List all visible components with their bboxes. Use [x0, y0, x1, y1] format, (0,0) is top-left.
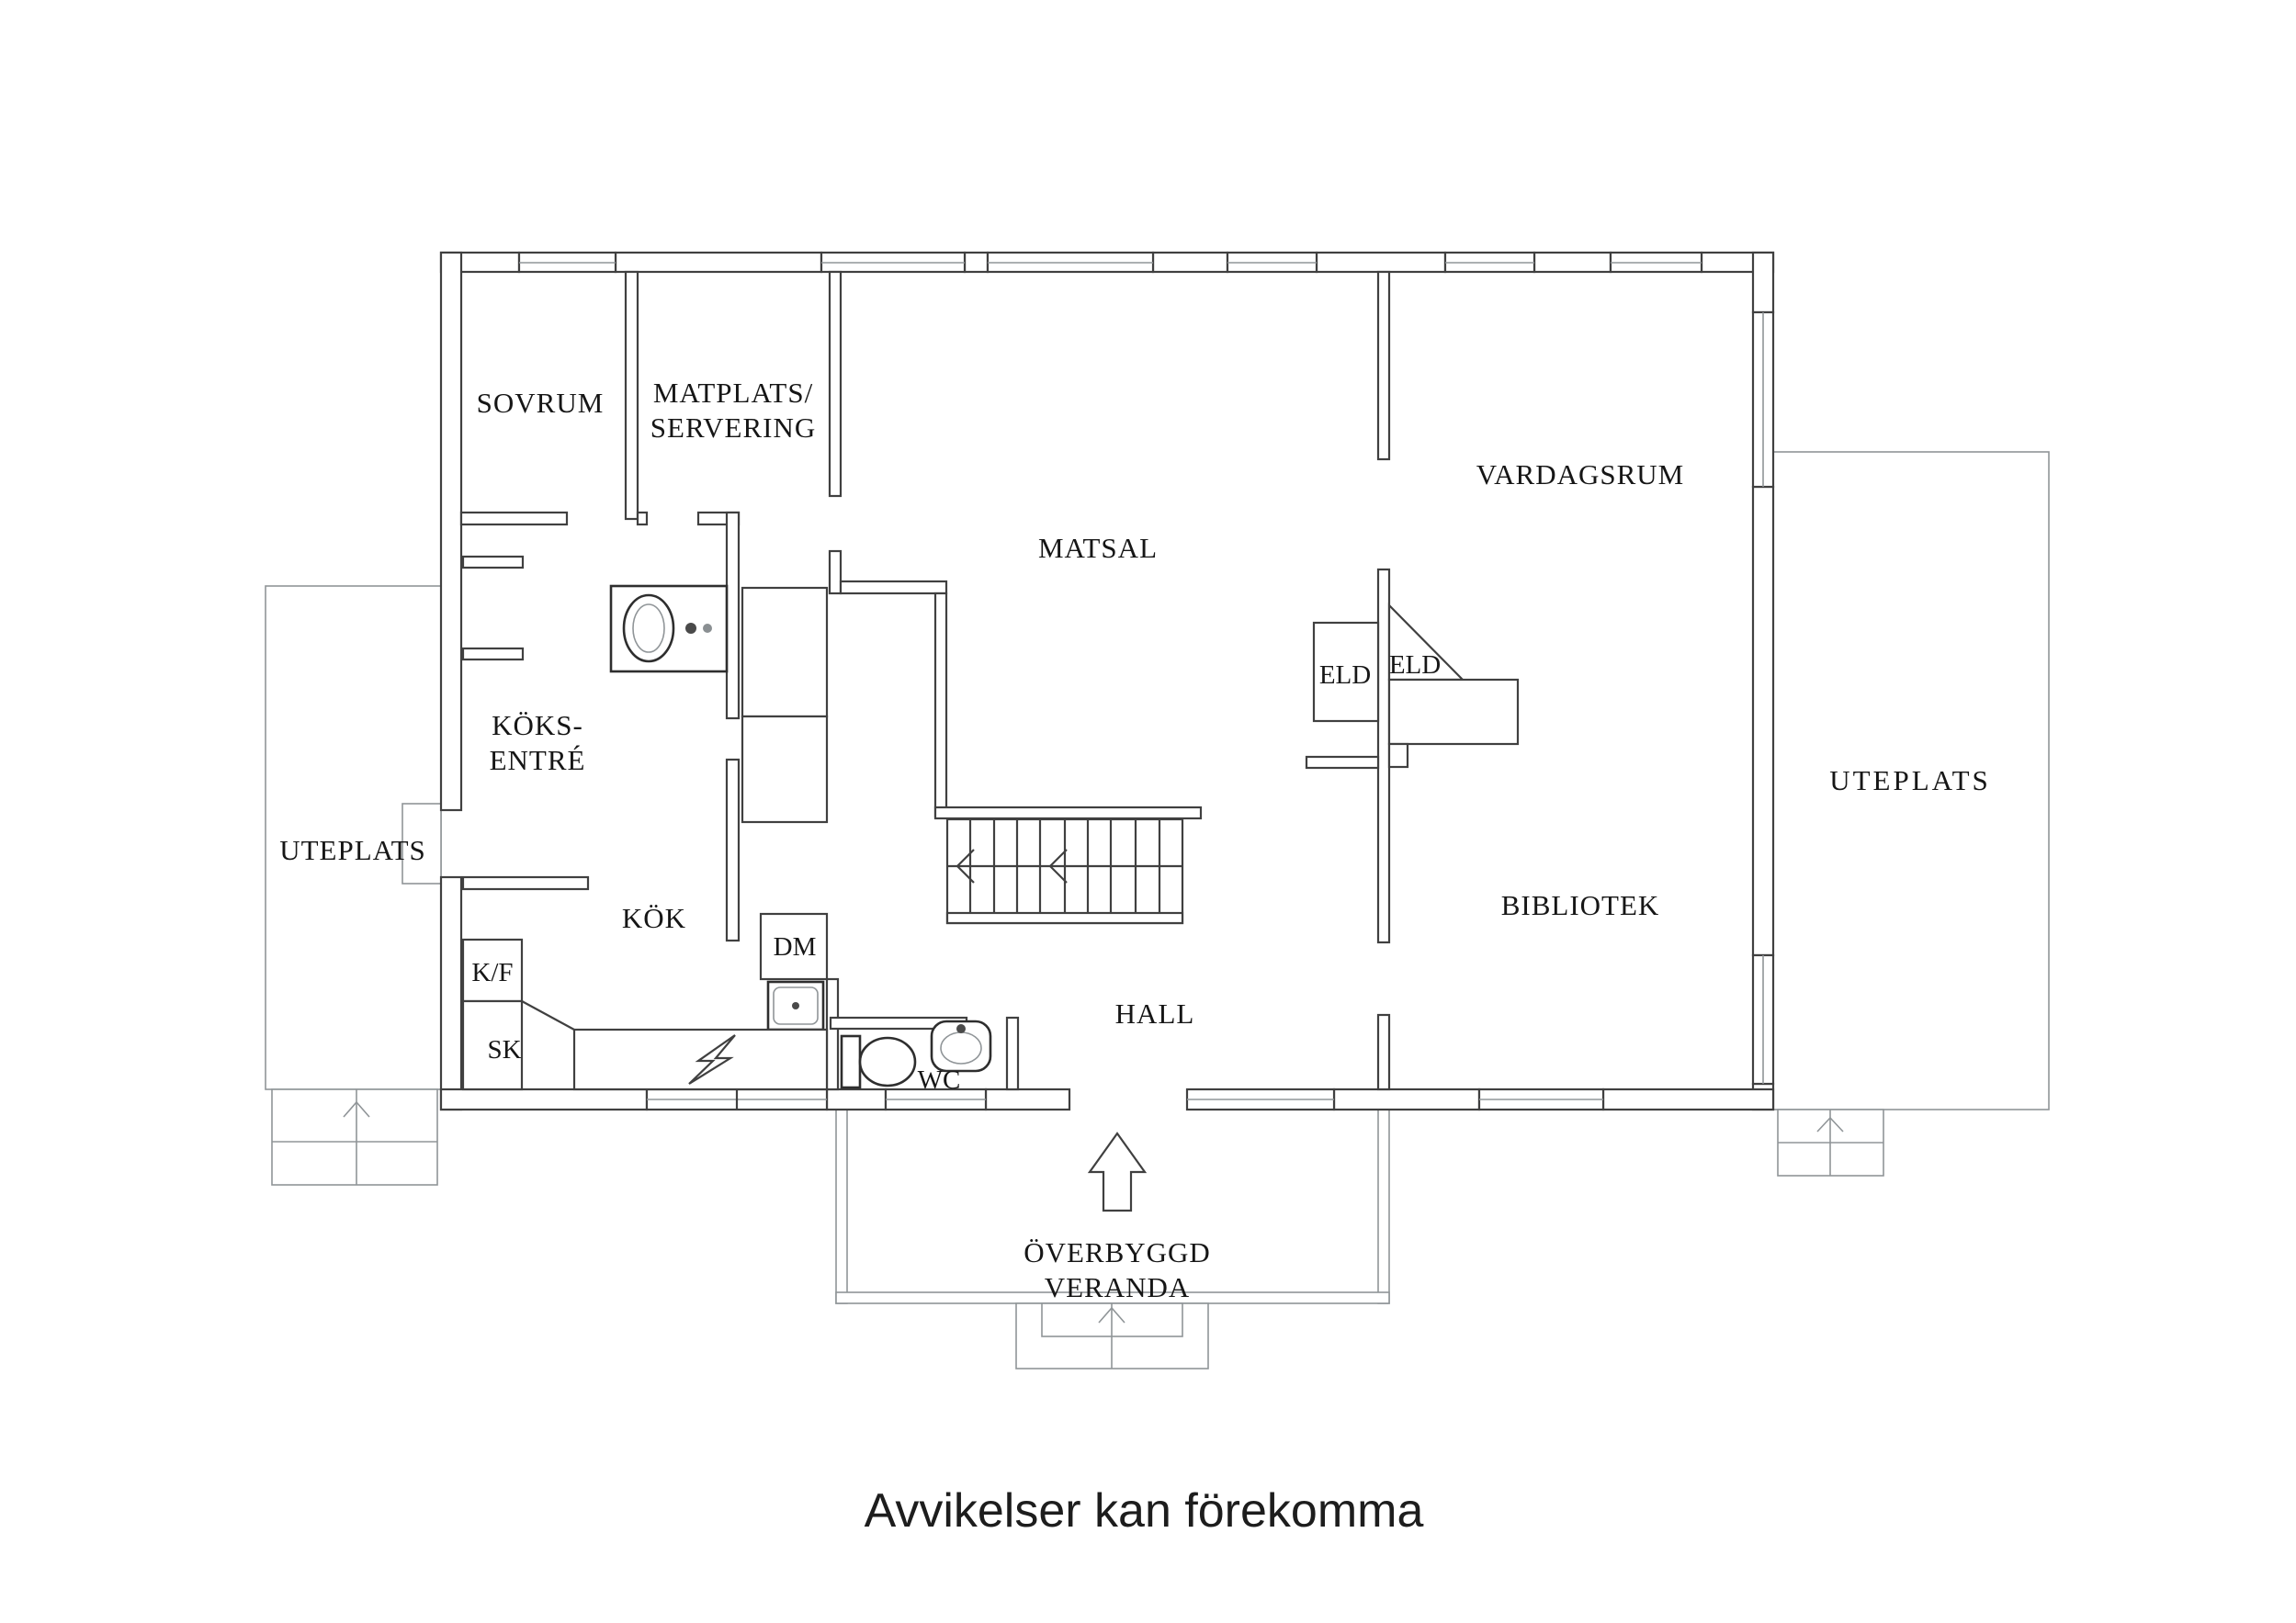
- label-eld-right: ELD: [1389, 650, 1441, 680]
- south-windows: [645, 1088, 1605, 1111]
- label-eld-left: ELD: [1319, 660, 1371, 690]
- label-dm: DM: [774, 932, 817, 962]
- tall-cabinet: [741, 715, 829, 824]
- label-veranda-line1: ÖVERBYGGD: [1024, 1236, 1211, 1268]
- steps-up-arrow-icon: [1098, 1306, 1125, 1324]
- toilet-tank: [840, 1034, 862, 1089]
- label-wc: WC: [918, 1065, 961, 1095]
- room-labels: SOVRUM MATPLATS/ SERVERING MATSAL VARDAG…: [279, 377, 1991, 1303]
- stair-direction-arrow-icon: [956, 849, 975, 884]
- entry-vanity: [609, 584, 729, 673]
- veranda-structure: [835, 1109, 1390, 1369]
- label-veranda-line2: VERANDA: [1045, 1271, 1191, 1303]
- exterior-walls: [439, 251, 1775, 1111]
- label-matsal: MATSAL: [1038, 532, 1158, 564]
- north-windows: [517, 251, 1703, 274]
- label-kok: KÖK: [622, 902, 686, 934]
- label-uteplats-left: UTEPLATS: [279, 834, 426, 866]
- uteplats-left-terrace: [265, 585, 442, 1186]
- label-bibliotek: BIBLIOTEK: [1501, 889, 1660, 921]
- toilet-bowl: [858, 1036, 917, 1088]
- label-matplats-line2: SERVERING: [650, 411, 816, 444]
- stairs: [945, 817, 1184, 925]
- label-matplats-line1: MATPLATS/: [653, 377, 813, 409]
- tall-cabinet: [741, 586, 829, 718]
- stair-direction-arrow-icon: [1048, 849, 1068, 884]
- disclaimer-note: Avvikelser kan förekomma: [865, 1484, 1424, 1538]
- label-koksentre-line2: ENTRÉ: [490, 744, 586, 776]
- interior-walls: [459, 270, 1391, 1091]
- label-vardagsrum: VARDAGSRUM: [1476, 458, 1685, 490]
- label-sk: SK: [487, 1035, 521, 1065]
- uteplats-right-terrace: [1771, 451, 2050, 1177]
- wc-fixtures: [840, 1020, 992, 1089]
- label-kf: K/F: [471, 958, 513, 987]
- fireplace: [1312, 603, 1520, 769]
- dishwasher-box: [759, 912, 829, 981]
- entry-step-left: [402, 803, 442, 885]
- label-sovrum: SOVRUM: [477, 387, 605, 419]
- label-uteplats-right: UTEPLATS: [1829, 764, 1991, 796]
- steps-up-arrow-icon: [1816, 1116, 1844, 1133]
- east-windows: [1751, 310, 1775, 1086]
- kitchen-fittings: [461, 586, 829, 1091]
- vanity-sink: [622, 593, 675, 663]
- entrance-arrow-icon: [1087, 1132, 1148, 1212]
- label-koksentre-line1: KÖKS-: [492, 709, 583, 741]
- corner-cabinet: [461, 999, 524, 1091]
- steps-up-arrow-icon: [343, 1100, 370, 1118]
- stove-symbol-icon: [688, 1034, 736, 1085]
- label-hall: HALL: [1115, 997, 1195, 1030]
- fixture-labels: ELD ELD K/F SK DM WC: [471, 650, 1441, 1095]
